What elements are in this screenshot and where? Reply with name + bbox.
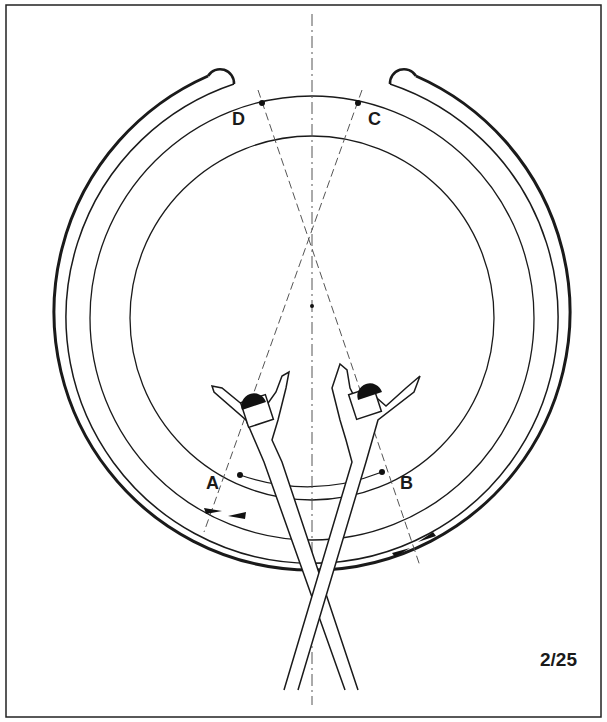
arrow-mark [228, 512, 246, 519]
point-d [259, 100, 265, 106]
point-label: B [400, 474, 413, 492]
arrow-mark [392, 548, 410, 557]
arrow-mark [418, 532, 436, 542]
right-figure [284, 364, 420, 690]
arrow-mark [204, 508, 222, 514]
point-b [379, 469, 385, 475]
figure-number: 2/25 [540, 650, 577, 669]
point-label: C [368, 110, 381, 128]
point-c [355, 100, 361, 106]
crossing-point [310, 304, 314, 308]
point-a [237, 472, 243, 478]
point-label: D [232, 110, 245, 128]
band-end [390, 69, 416, 84]
frame [6, 5, 601, 717]
band-end [208, 69, 234, 84]
point-label: A [206, 474, 219, 492]
